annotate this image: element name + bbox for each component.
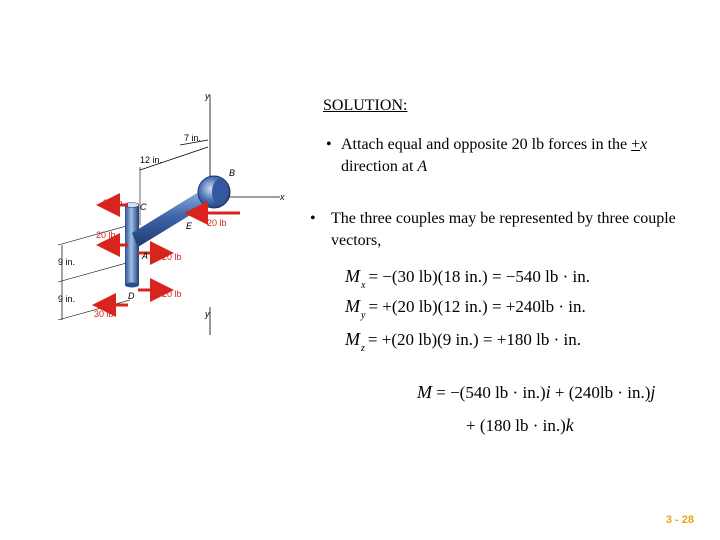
label-force-e: 20 lb (207, 218, 227, 228)
solution-heading: SOLUTION: (323, 97, 408, 114)
label-dim-7: 7 in. (184, 133, 202, 143)
joint-flange (212, 179, 228, 205)
equation-mx: Mx= −(30 lb)(18 in.) = −540 lb · in. (345, 266, 591, 291)
bullet-2: • The three couples may be represented b… (310, 208, 690, 252)
bullet-1-dot: • (326, 136, 332, 153)
vector-equation-line-2: + (180 lb · in.)k (466, 415, 574, 435)
dim-7-line (179, 139, 209, 146)
equation-my: My= +(20 lb)(12 in.) = +240lb · in. (345, 296, 586, 321)
label-force-a-left: 20 lb (96, 230, 116, 240)
bullet-1: • Attach equal and opposite 20 lb forces… (326, 134, 686, 178)
label-force-d-left: 30 lb (94, 309, 114, 319)
label-point-e: E (186, 221, 193, 231)
label-y-top: y (205, 91, 210, 101)
bullet-2-dot: • (310, 210, 316, 227)
label-dim-9-lower: 9 in. (58, 294, 76, 304)
bullet-1-var: x (640, 136, 648, 153)
pipe-end-bottom (125, 282, 139, 288)
couple-figure (57, 95, 280, 335)
label-dim-9-upper: 9 in. (58, 257, 76, 267)
label-point-a: A (142, 251, 149, 261)
bullet-2-text: The three couples may be represented by … (331, 210, 676, 249)
label-point-c: C (140, 202, 147, 212)
label-point-d: D (128, 291, 135, 301)
page-number: 3 - 28 (665, 514, 694, 526)
unit-j: j (650, 382, 656, 402)
label-force-c: 30 lb (103, 198, 123, 208)
label-x: x (280, 192, 285, 202)
vector-equation-line-1: M = −(540 lb · in.)i + (240lb · in.)j (417, 382, 656, 402)
label-force-a-right: 20 lb (162, 252, 182, 262)
vector-m: M (417, 382, 432, 402)
unit-i: i (545, 382, 551, 402)
equation-mz: Mz= +(20 lb)(9 in.) = +180 lb · in. (345, 329, 581, 354)
bullet-1-text: Attach equal and opposite 20 lb forces i… (341, 136, 648, 175)
dim-12-line (139, 146, 209, 171)
label-dim-12: 12 in. (140, 155, 163, 165)
label-force-d-right: 20 lb (162, 289, 182, 299)
bullet-1-point: A (417, 158, 428, 175)
label-point-b: B (229, 168, 236, 178)
dim-tick-2 (57, 261, 131, 283)
label-y-bottom: y (205, 309, 210, 319)
vertical-pipe (125, 205, 139, 285)
unit-k: k (565, 415, 574, 435)
diagonal-pipe (132, 185, 218, 247)
bullet-1-plus: + (631, 136, 641, 153)
dim-tick-1 (57, 224, 131, 246)
